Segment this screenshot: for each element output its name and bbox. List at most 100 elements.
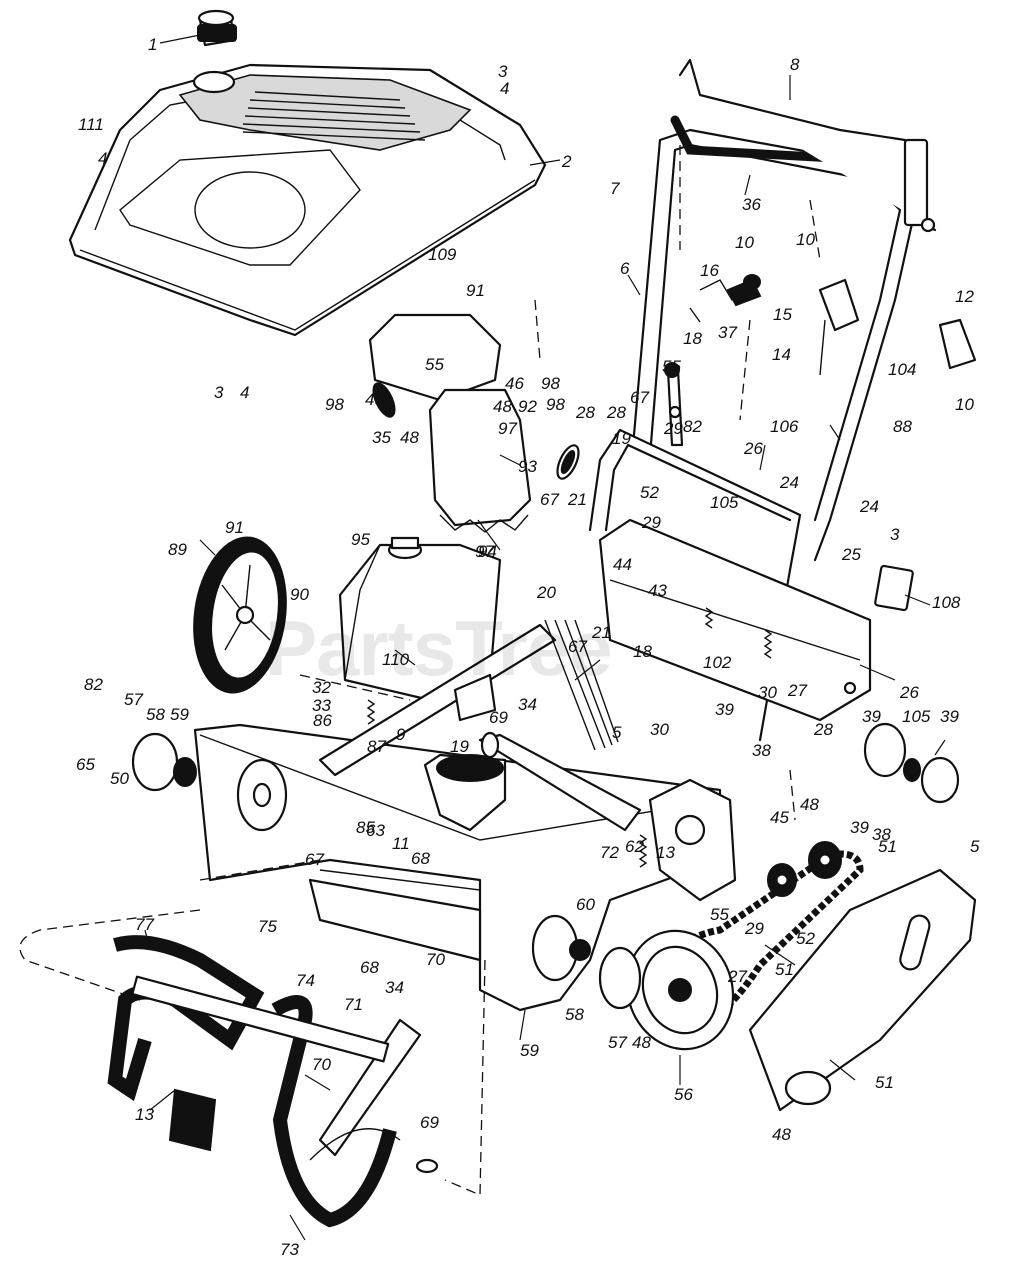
- callout: 67: [630, 388, 649, 407]
- wheel: [193, 536, 287, 694]
- callout: 10: [955, 395, 974, 414]
- callouts: 1 2 3 4 3 4 4 111 109 91 6 7 8 36 10 10 …: [76, 35, 980, 1259]
- callout: 74: [296, 971, 315, 990]
- callout: 3: [214, 383, 224, 402]
- callout: 98: [546, 395, 565, 414]
- callout: 29: [663, 419, 683, 438]
- callout: 70: [312, 1055, 331, 1074]
- callout: 106: [770, 417, 799, 436]
- callout: 95: [351, 530, 370, 549]
- callout: 71: [344, 995, 363, 1014]
- callout: 25: [841, 545, 861, 564]
- callout: 30: [758, 683, 777, 702]
- callout: 50: [110, 769, 129, 788]
- callout: 57: [124, 690, 143, 709]
- callout: 32: [312, 678, 331, 697]
- frame: [598, 518, 914, 722]
- callout: 3: [890, 525, 900, 544]
- callout: 105: [902, 707, 931, 726]
- callout: 98: [325, 395, 344, 414]
- callout: 93: [518, 457, 537, 476]
- callout: 13: [656, 843, 675, 862]
- callout: 105: [710, 493, 739, 512]
- callout: 12: [955, 287, 974, 306]
- callout: 89: [168, 540, 187, 559]
- callout: 94: [478, 542, 497, 561]
- callout: 33: [312, 696, 331, 715]
- leader-lines: [144, 34, 946, 1241]
- callout: 28: [575, 403, 595, 422]
- callout: 5: [612, 723, 622, 742]
- callout: 39: [715, 700, 734, 719]
- callout: 92: [518, 397, 537, 416]
- callout: 73: [280, 1240, 299, 1259]
- callout: 48: [800, 795, 819, 814]
- callout: 21: [567, 490, 587, 509]
- callout: 102: [703, 653, 732, 672]
- callout: 65: [76, 755, 95, 774]
- callout: 14: [772, 345, 791, 364]
- callout: 26: [743, 439, 763, 458]
- callout: 35: [372, 428, 391, 447]
- callout: 67: [540, 490, 559, 509]
- callout: 16: [700, 261, 719, 280]
- callout: 68: [411, 849, 430, 868]
- callout: 55: [662, 357, 681, 376]
- callout: 91: [225, 518, 244, 537]
- callout: 3: [498, 62, 508, 81]
- callout: 108: [932, 593, 961, 612]
- discharge-chute: [368, 313, 580, 533]
- callout: 51: [878, 837, 897, 856]
- callout: 75: [258, 917, 277, 936]
- callout: 39: [850, 818, 869, 837]
- callout: 6: [620, 259, 630, 278]
- callout: 7: [610, 179, 620, 198]
- callout: 38: [872, 825, 891, 844]
- auger-pulley: [625, 929, 735, 1051]
- callout: 82: [84, 675, 103, 694]
- bearings-right: [863, 722, 960, 804]
- callout: 48: [493, 397, 512, 416]
- callout: 88: [893, 417, 912, 436]
- callout: 27: [787, 681, 807, 700]
- callout: 48: [632, 1033, 651, 1052]
- upper-handle: [628, 58, 937, 562]
- callout: 30: [650, 720, 669, 739]
- gas-tank: [338, 536, 502, 702]
- callout: 9: [396, 725, 406, 744]
- callout: 90: [290, 585, 309, 604]
- bracket-left: [318, 623, 557, 777]
- callout: 1: [148, 35, 157, 54]
- callout: 109: [428, 245, 457, 264]
- callout: 46: [505, 374, 524, 393]
- callout: 87: [367, 737, 386, 756]
- callout: 58: [146, 705, 165, 724]
- callout: 58: [565, 1005, 584, 1024]
- callout: 62: [625, 837, 644, 856]
- bearings-left: [131, 732, 642, 1010]
- callout: 68: [360, 958, 379, 977]
- dashed-lines: [19, 145, 821, 1196]
- callout: 28: [813, 720, 833, 739]
- callout: 13: [135, 1105, 154, 1124]
- callout: 60: [576, 895, 595, 914]
- callout: 4: [240, 383, 249, 402]
- auger-housing: [193, 723, 722, 1012]
- callout: 27: [727, 967, 747, 986]
- callout: 39: [862, 707, 881, 726]
- callout: 34: [385, 978, 404, 997]
- belt-guard: [748, 868, 977, 1112]
- callout: 10: [735, 233, 754, 252]
- callout: 51: [775, 960, 794, 979]
- callout: 39: [940, 707, 959, 726]
- callout: 72: [600, 843, 619, 862]
- watermark: PartsTree: [265, 604, 612, 692]
- callout: 18: [683, 329, 702, 348]
- rear-axle: [478, 731, 642, 832]
- auger: [107, 935, 439, 1228]
- callout: 36: [742, 195, 761, 214]
- callout: 70: [426, 950, 445, 969]
- callout: 69: [489, 708, 508, 727]
- callout: 19: [612, 429, 631, 448]
